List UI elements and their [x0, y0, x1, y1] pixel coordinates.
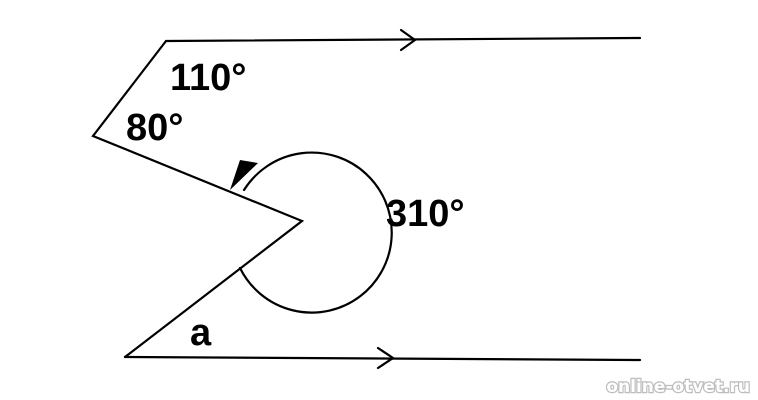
angle-label-80: 80° [126, 107, 183, 149]
reflex-angle-arc [238, 151, 393, 314]
top-parallel-arrow [399, 28, 417, 52]
angle-label-310: 310° [386, 193, 465, 235]
bottom-parallel-arrow [376, 346, 395, 370]
broken-line-path [91, 39, 305, 359]
bottom-parallel-line [123, 355, 642, 362]
angle-label-a: a [190, 312, 212, 354]
top-parallel-line [164, 36, 642, 43]
angle-label-110: 110° [170, 57, 247, 99]
reflex-angle-arrowhead [230, 160, 258, 190]
watermark-text: online-otvet.ru [606, 377, 750, 397]
